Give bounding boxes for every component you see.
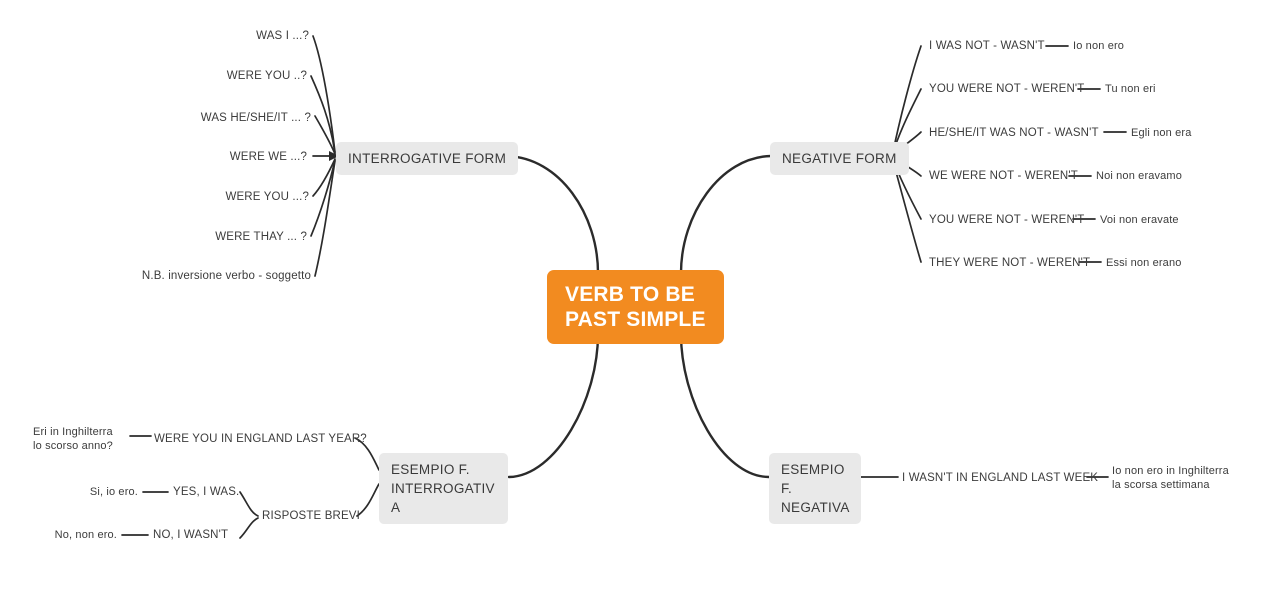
esempio-interrogativa-line-2: INTERROGATIV	[391, 481, 495, 496]
esempio-interrogativa-line-3: A	[391, 500, 401, 515]
negative-item-1-english[interactable]: I WAS NOT - WASN'T	[929, 40, 1045, 52]
esempio-interrogativa-line-1: ESEMPIO F.	[391, 462, 470, 477]
branch-interrogative-label: INTERROGATIVE FORM	[348, 151, 507, 166]
interrogative-item-7[interactable]: N.B. inversione verbo - soggetto	[141, 270, 311, 282]
negative-item-3-italian[interactable]: Egli non era	[1131, 127, 1192, 139]
esempio-negativa-english[interactable]: I WASN'T IN ENGLAND LAST WEEK	[902, 472, 1099, 484]
interrogative-item-1[interactable]: WAS I ...?	[256, 30, 309, 42]
branch-negative-label: NEGATIVE FORM	[782, 151, 897, 166]
risposta-1-italian[interactable]: Si, io ero.	[89, 486, 138, 498]
branch-negative-form[interactable]: NEGATIVE FORM	[770, 142, 909, 175]
question-italian-line-1: Eri in Inghilterra	[33, 426, 113, 438]
branch-interrogative-form[interactable]: INTERROGATIVE FORM	[336, 142, 519, 175]
negative-item-6-italian[interactable]: Essi non erano	[1106, 257, 1182, 269]
root-node[interactable]: VERB TO BE PAST SIMPLE	[547, 270, 724, 344]
root-line-2: PAST SIMPLE	[565, 308, 706, 331]
interrogative-item-6[interactable]: WERE THAY ... ?	[215, 231, 307, 243]
negative-item-3-english[interactable]: HE/SHE/IT WAS NOT - WASN'T	[929, 127, 1099, 139]
esempio-negativa-line-1: ESEMPIO	[781, 462, 845, 477]
negative-item-2-italian[interactable]: Tu non eri	[1105, 83, 1156, 95]
esempio-negativa-line-3: NEGATIVA	[781, 500, 850, 515]
negative-item-5-english[interactable]: YOU WERE NOT - WEREN'T	[929, 214, 1085, 226]
negative-item-5-italian[interactable]: Voi non eravate	[1100, 214, 1179, 226]
risposta-2-italian[interactable]: No, non ero.	[54, 529, 117, 541]
risposte-brevi-label[interactable]: RISPOSTE BREVI	[262, 510, 360, 522]
esempio-negativa-italian[interactable]: Io non ero in Inghilterra la scorsa sett…	[1112, 464, 1262, 492]
esempio-interrogativa-question-italian[interactable]: Eri in Inghilterra lo scorso anno?	[33, 425, 128, 453]
interrogative-item-2[interactable]: WERE YOU ..?	[226, 70, 307, 82]
interrogative-item-3[interactable]: WAS HE/SHE/IT ... ?	[200, 112, 311, 124]
negative-item-1-italian[interactable]: Io non ero	[1073, 40, 1125, 52]
interrogative-item-4[interactable]: WERE WE ...?	[229, 151, 307, 163]
interrogative-item-5[interactable]: WERE YOU ...?	[225, 191, 309, 203]
risposta-2-english[interactable]: NO, I WASN'T	[153, 529, 229, 541]
esempio-negativa-italian-line-1: Io non ero in Inghilterra	[1112, 465, 1229, 477]
question-italian-line-2: lo scorso anno?	[33, 440, 113, 452]
branch-esempio-negativa[interactable]: ESEMPIO F. NEGATIVA	[769, 453, 861, 524]
branch-esempio-interrogativa[interactable]: ESEMPIO F. INTERROGATIV A	[379, 453, 508, 524]
risposta-1-english[interactable]: YES, I WAS.	[173, 486, 240, 498]
root-line-1: VERB TO BE	[565, 283, 695, 306]
negative-item-2-english[interactable]: YOU WERE NOT - WEREN'T	[929, 83, 1085, 95]
esempio-interrogativa-question-english[interactable]: WERE YOU IN ENGLAND LAST YEAR?	[154, 433, 367, 445]
esempio-negativa-line-2: F.	[781, 481, 793, 496]
negative-item-4-italian[interactable]: Noi non eravamo	[1096, 170, 1183, 182]
negative-item-4-english[interactable]: WE WERE NOT - WEREN'T	[929, 170, 1078, 182]
esempio-negativa-italian-line-2: la scorsa settimana	[1112, 479, 1210, 491]
negative-item-6-english[interactable]: THEY WERE NOT - WEREN'T	[929, 257, 1091, 269]
